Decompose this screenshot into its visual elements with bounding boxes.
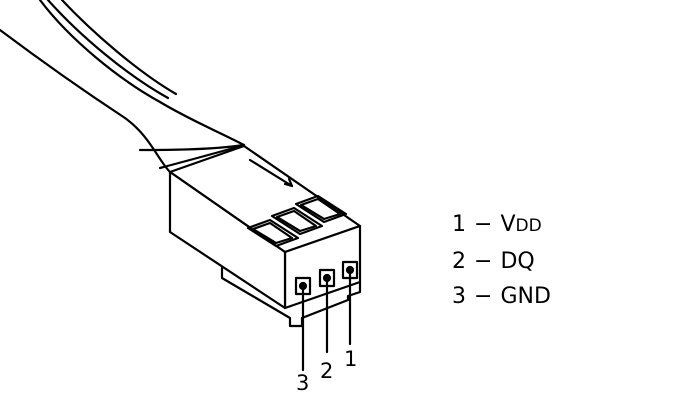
- legend-signal-subscript: DD: [515, 216, 542, 236]
- cable: [0, 0, 246, 174]
- pin-label-1: 1: [344, 347, 357, 371]
- legend-signal: GND: [500, 284, 551, 309]
- pin-label-2: 2: [320, 359, 333, 383]
- legend-row-2: 2−DQ: [452, 249, 535, 275]
- pin-cavity-2: [270, 206, 324, 236]
- legend-dash: −: [474, 249, 493, 274]
- legend-signal: V: [500, 212, 516, 237]
- pin-label-3: 3: [296, 371, 309, 395]
- legend-row-1: 1−VDD: [452, 212, 542, 239]
- legend-signal: DQ: [500, 249, 535, 274]
- pin-leader-lines: [301, 268, 352, 372]
- legend-dash: −: [474, 284, 493, 309]
- legend-pin: 3: [452, 284, 466, 309]
- legend-pin: 1: [452, 212, 466, 237]
- connector-housing: [168, 144, 362, 328]
- pin-cavity-1: [294, 194, 348, 224]
- legend-dash: −: [474, 212, 493, 237]
- legend-pin: 2: [452, 249, 466, 274]
- pin-cavity-3: [246, 218, 300, 248]
- legend-row-3: 3−GND: [452, 284, 551, 310]
